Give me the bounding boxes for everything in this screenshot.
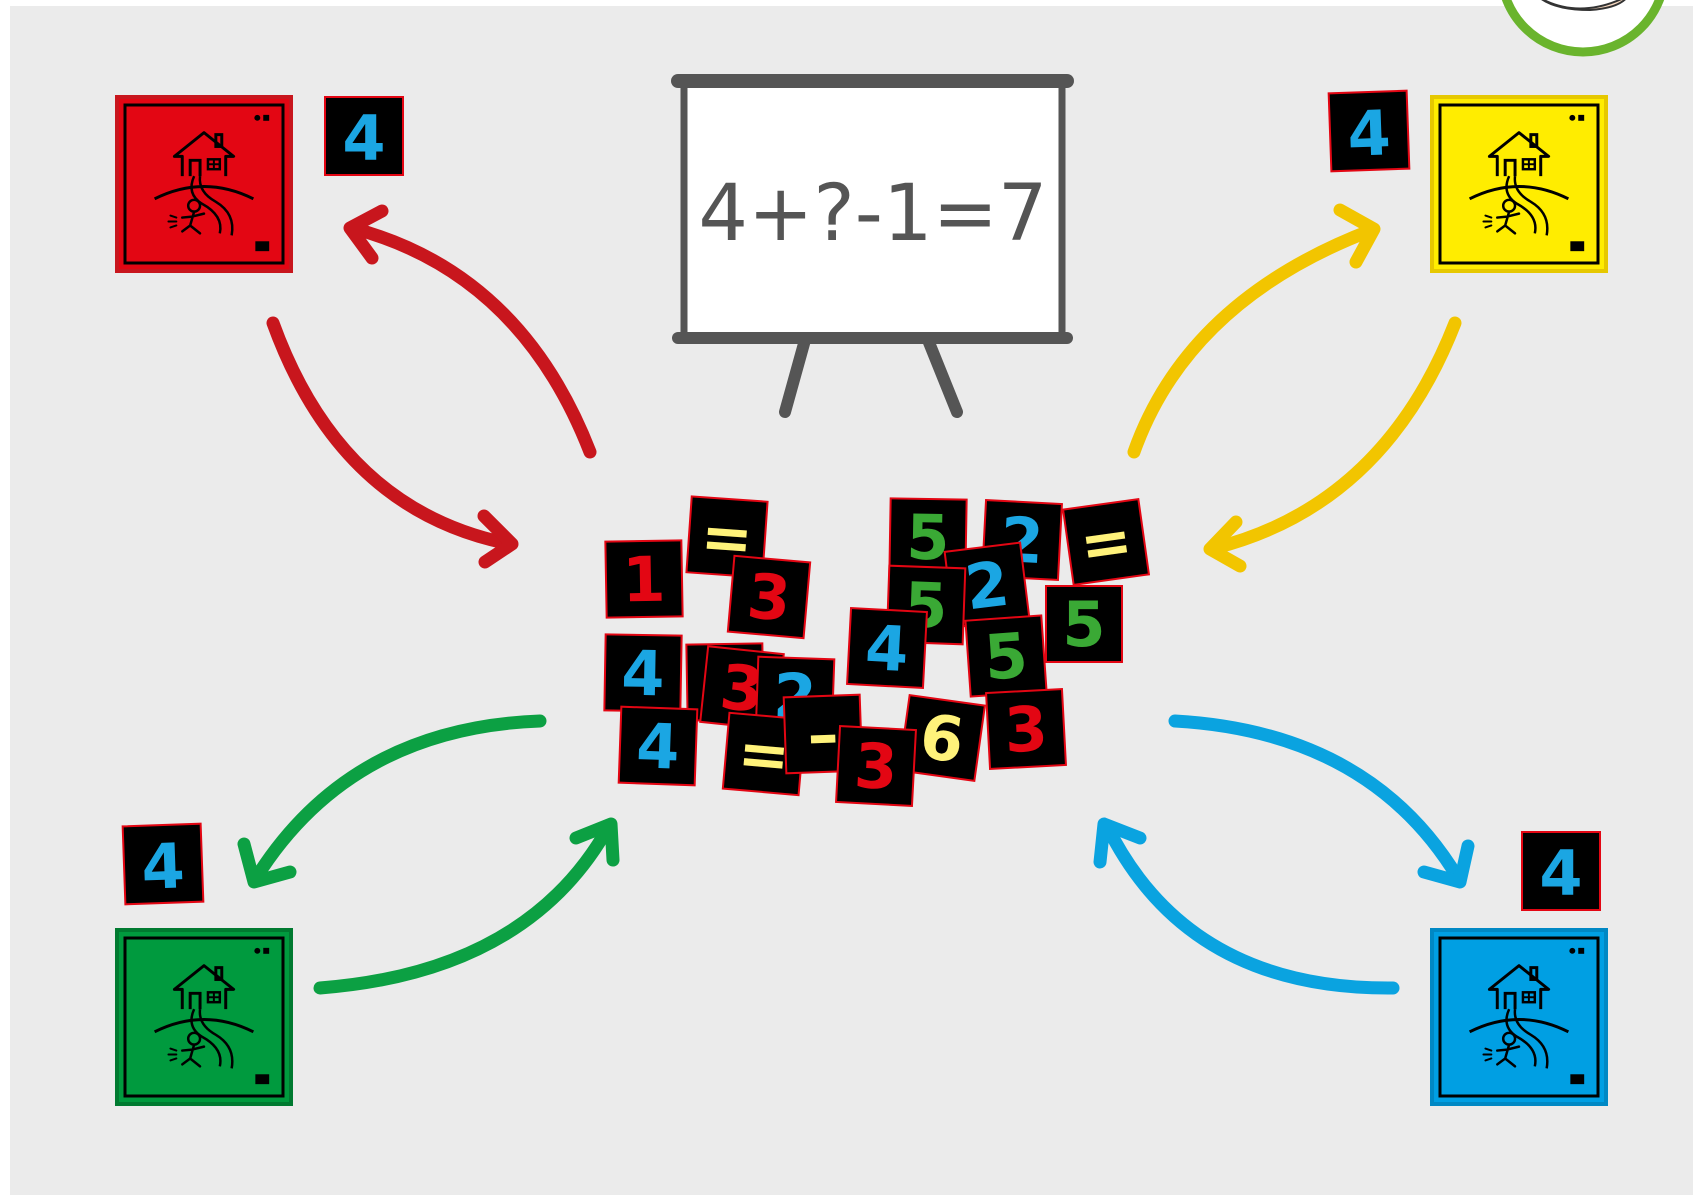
team-card-green: 4	[121, 822, 205, 906]
arrows	[237, 203, 1475, 995]
pile-card-face	[985, 688, 1067, 770]
arrow-blue-to-home	[1168, 714, 1475, 889]
board-equation: 4+?-1=7	[698, 169, 1047, 259]
team-card-value: 4	[1539, 837, 1582, 910]
arrow-green-to-home	[237, 714, 547, 889]
home-yellow	[1430, 95, 1608, 273]
pile-card: 4	[617, 705, 699, 787]
pile-card-value: –	[806, 697, 840, 771]
pile-card-face	[846, 607, 928, 689]
pile-card: 3	[726, 554, 812, 640]
pile-card-value: 6	[915, 699, 968, 777]
team-card-yellow: 4	[1327, 89, 1411, 173]
arrow-red-to-home	[343, 204, 597, 459]
pile-card-value: 4	[635, 709, 681, 783]
pile-card: 6	[897, 693, 987, 783]
team-card-red: 4	[324, 96, 404, 176]
pile-card-face	[726, 554, 812, 640]
pile-card-value: =	[735, 716, 793, 793]
whiteboard: 4+?-1=7	[671, 74, 1074, 418]
pile-card-value: 5	[906, 501, 950, 575]
home-blue	[1430, 928, 1608, 1106]
pile-card-face	[835, 725, 917, 807]
pile-card-value: 3	[744, 559, 793, 635]
whiteboard-leg-left	[779, 334, 811, 418]
home-green	[115, 928, 293, 1106]
arrow-green-to-pile	[313, 817, 620, 995]
pile-card-value: 5	[982, 619, 1030, 695]
pile-card-value: 5	[1062, 588, 1105, 661]
pile-card: 3	[985, 688, 1067, 770]
pile-card-face	[604, 539, 684, 619]
whiteboard-leg-right	[922, 334, 963, 418]
home-red	[115, 95, 293, 273]
arrow-yellow-to-pile	[1203, 316, 1462, 573]
team-card-value: 4	[342, 102, 385, 175]
arrow-yellow-to-home	[1127, 203, 1381, 459]
pile-card-value: =	[1075, 503, 1137, 583]
pile-card: 1	[604, 539, 684, 619]
pile-card-face	[1045, 585, 1123, 663]
pile-card-value: 4	[621, 637, 665, 711]
pile-card: 4	[846, 607, 928, 689]
team-card-blue: 4	[1521, 831, 1601, 911]
team-card-value: 4	[1346, 96, 1392, 170]
pile-card-value: 4	[864, 611, 911, 686]
pile-card-value: 2	[961, 547, 1013, 625]
bare-foot-icon	[1501, 0, 1665, 57]
team-card-value: 4	[140, 829, 186, 903]
pile-card: 4	[603, 633, 683, 713]
pile-card: 2	[943, 541, 1031, 629]
pile-card: 5	[1045, 585, 1123, 663]
pile-card-value: 3	[1003, 692, 1050, 767]
pile-card-face	[1061, 497, 1151, 587]
pile-card-value: 3	[853, 729, 900, 804]
pile-card: 5	[964, 614, 1048, 698]
arrow-red-to-pile	[266, 316, 519, 569]
pile-card: =	[1061, 497, 1151, 587]
pile-card: 3	[835, 725, 917, 807]
arrow-blue-to-pile	[1093, 817, 1400, 995]
pile-card-face	[617, 705, 699, 787]
pile-card-value: 1	[622, 543, 666, 617]
